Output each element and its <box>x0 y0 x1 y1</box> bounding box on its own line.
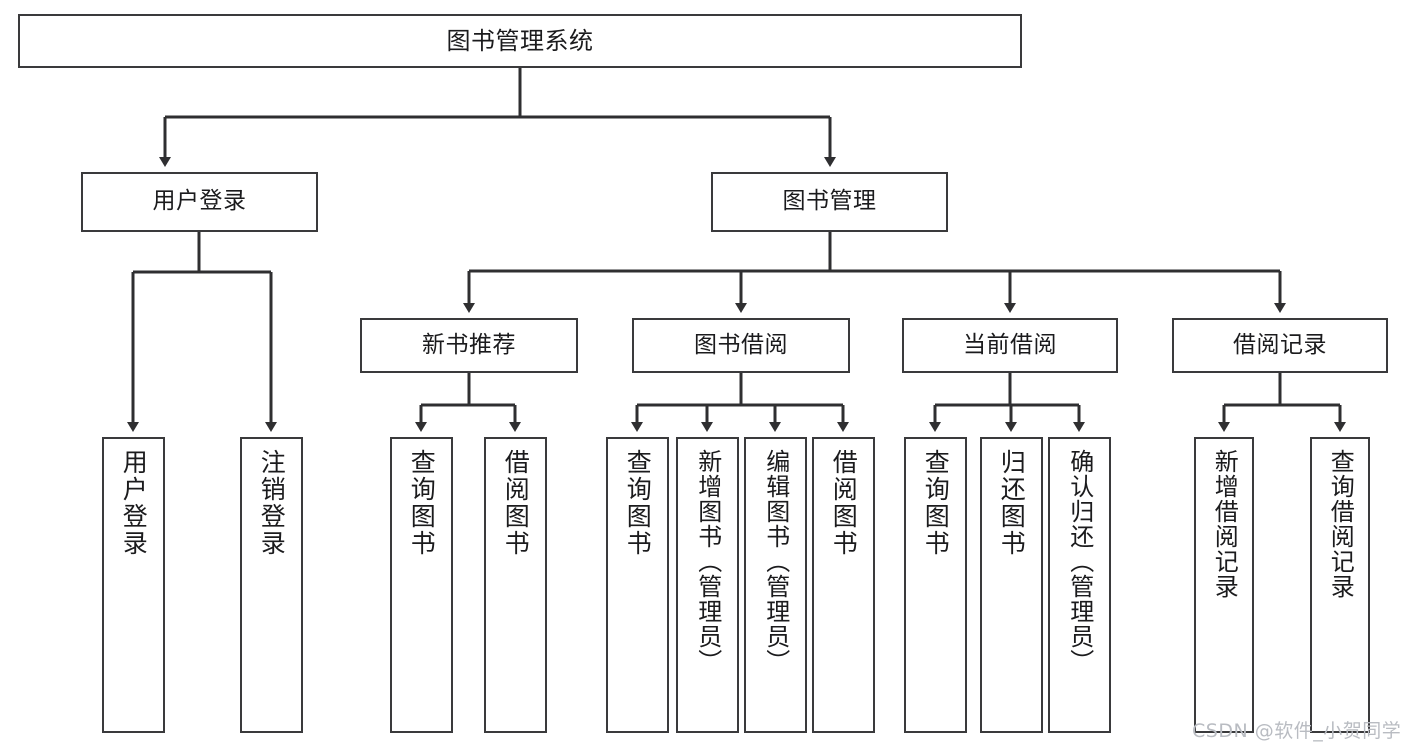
leaf-add-book-admin[interactable]: 新增图书（管理员） <box>676 437 739 733</box>
leaf-edit-book-admin[interactable]: 编辑图书（管理员） <box>744 437 807 733</box>
leaf-add-book-admin-label: 新增图书（管理员） <box>693 449 722 674</box>
leaf-borrow-book[interactable]: 借阅图书 <box>812 437 875 733</box>
node-root-system-label: 图书管理系统 <box>446 26 594 55</box>
leaf-add-borrow-record[interactable]: 新增借阅记录 <box>1194 437 1254 733</box>
leaf-query-book-recommend[interactable]: 查询图书 <box>390 437 453 733</box>
leaf-edit-book-admin-label: 编辑图书（管理员） <box>761 449 790 674</box>
leaf-logout-login[interactable]: 注销登录 <box>240 437 303 733</box>
node-borrow-record-label: 借阅记录 <box>1233 331 1327 358</box>
node-current-borrow-label: 当前借阅 <box>963 331 1057 358</box>
node-new-book-recommend-label: 新书推荐 <box>422 331 516 358</box>
leaf-query-book-recommend-label: 查询图书 <box>407 449 437 557</box>
node-book-management-label: 图书管理 <box>782 188 877 215</box>
leaf-query-book-borrow[interactable]: 查询图书 <box>606 437 669 733</box>
csdn-watermark: CSDN @软件_小贺同学 <box>1192 720 1402 742</box>
node-book-management[interactable]: 图书管理 <box>711 172 948 232</box>
leaf-borrow-book-recommend-label: 借阅图书 <box>501 449 531 557</box>
leaf-confirm-return-admin-label: 确认归还（管理员） <box>1065 449 1094 674</box>
leaf-return-book-label: 归还图书 <box>997 449 1027 557</box>
node-book-borrow-label: 图书借阅 <box>694 331 788 358</box>
node-user-login[interactable]: 用户登录 <box>81 172 318 232</box>
node-borrow-record[interactable]: 借阅记录 <box>1172 318 1388 373</box>
leaf-confirm-return-admin[interactable]: 确认归还（管理员） <box>1048 437 1111 733</box>
node-book-borrow[interactable]: 图书借阅 <box>632 318 850 373</box>
node-user-login-label: 用户登录 <box>152 188 247 215</box>
node-new-book-recommend[interactable]: 新书推荐 <box>360 318 578 373</box>
leaf-return-book[interactable]: 归还图书 <box>980 437 1043 733</box>
node-current-borrow[interactable]: 当前借阅 <box>902 318 1118 373</box>
leaf-borrow-book-recommend[interactable]: 借阅图书 <box>484 437 547 733</box>
leaf-add-borrow-record-label: 新增借阅记录 <box>1210 449 1239 599</box>
leaf-user-login-label: 用户登录 <box>119 449 149 557</box>
leaf-logout-login-label: 注销登录 <box>257 449 287 557</box>
leaf-user-login[interactable]: 用户登录 <box>102 437 165 733</box>
node-root-system[interactable]: 图书管理系统 <box>18 14 1022 68</box>
leaf-query-book-borrow-label: 查询图书 <box>623 449 653 557</box>
leaf-query-borrow-record-label: 查询借阅记录 <box>1326 449 1355 599</box>
leaf-query-borrow-record[interactable]: 查询借阅记录 <box>1310 437 1370 733</box>
leaf-borrow-book-label: 借阅图书 <box>829 449 859 557</box>
leaf-query-book-current[interactable]: 查询图书 <box>904 437 967 733</box>
leaf-query-book-current-label: 查询图书 <box>921 449 951 557</box>
